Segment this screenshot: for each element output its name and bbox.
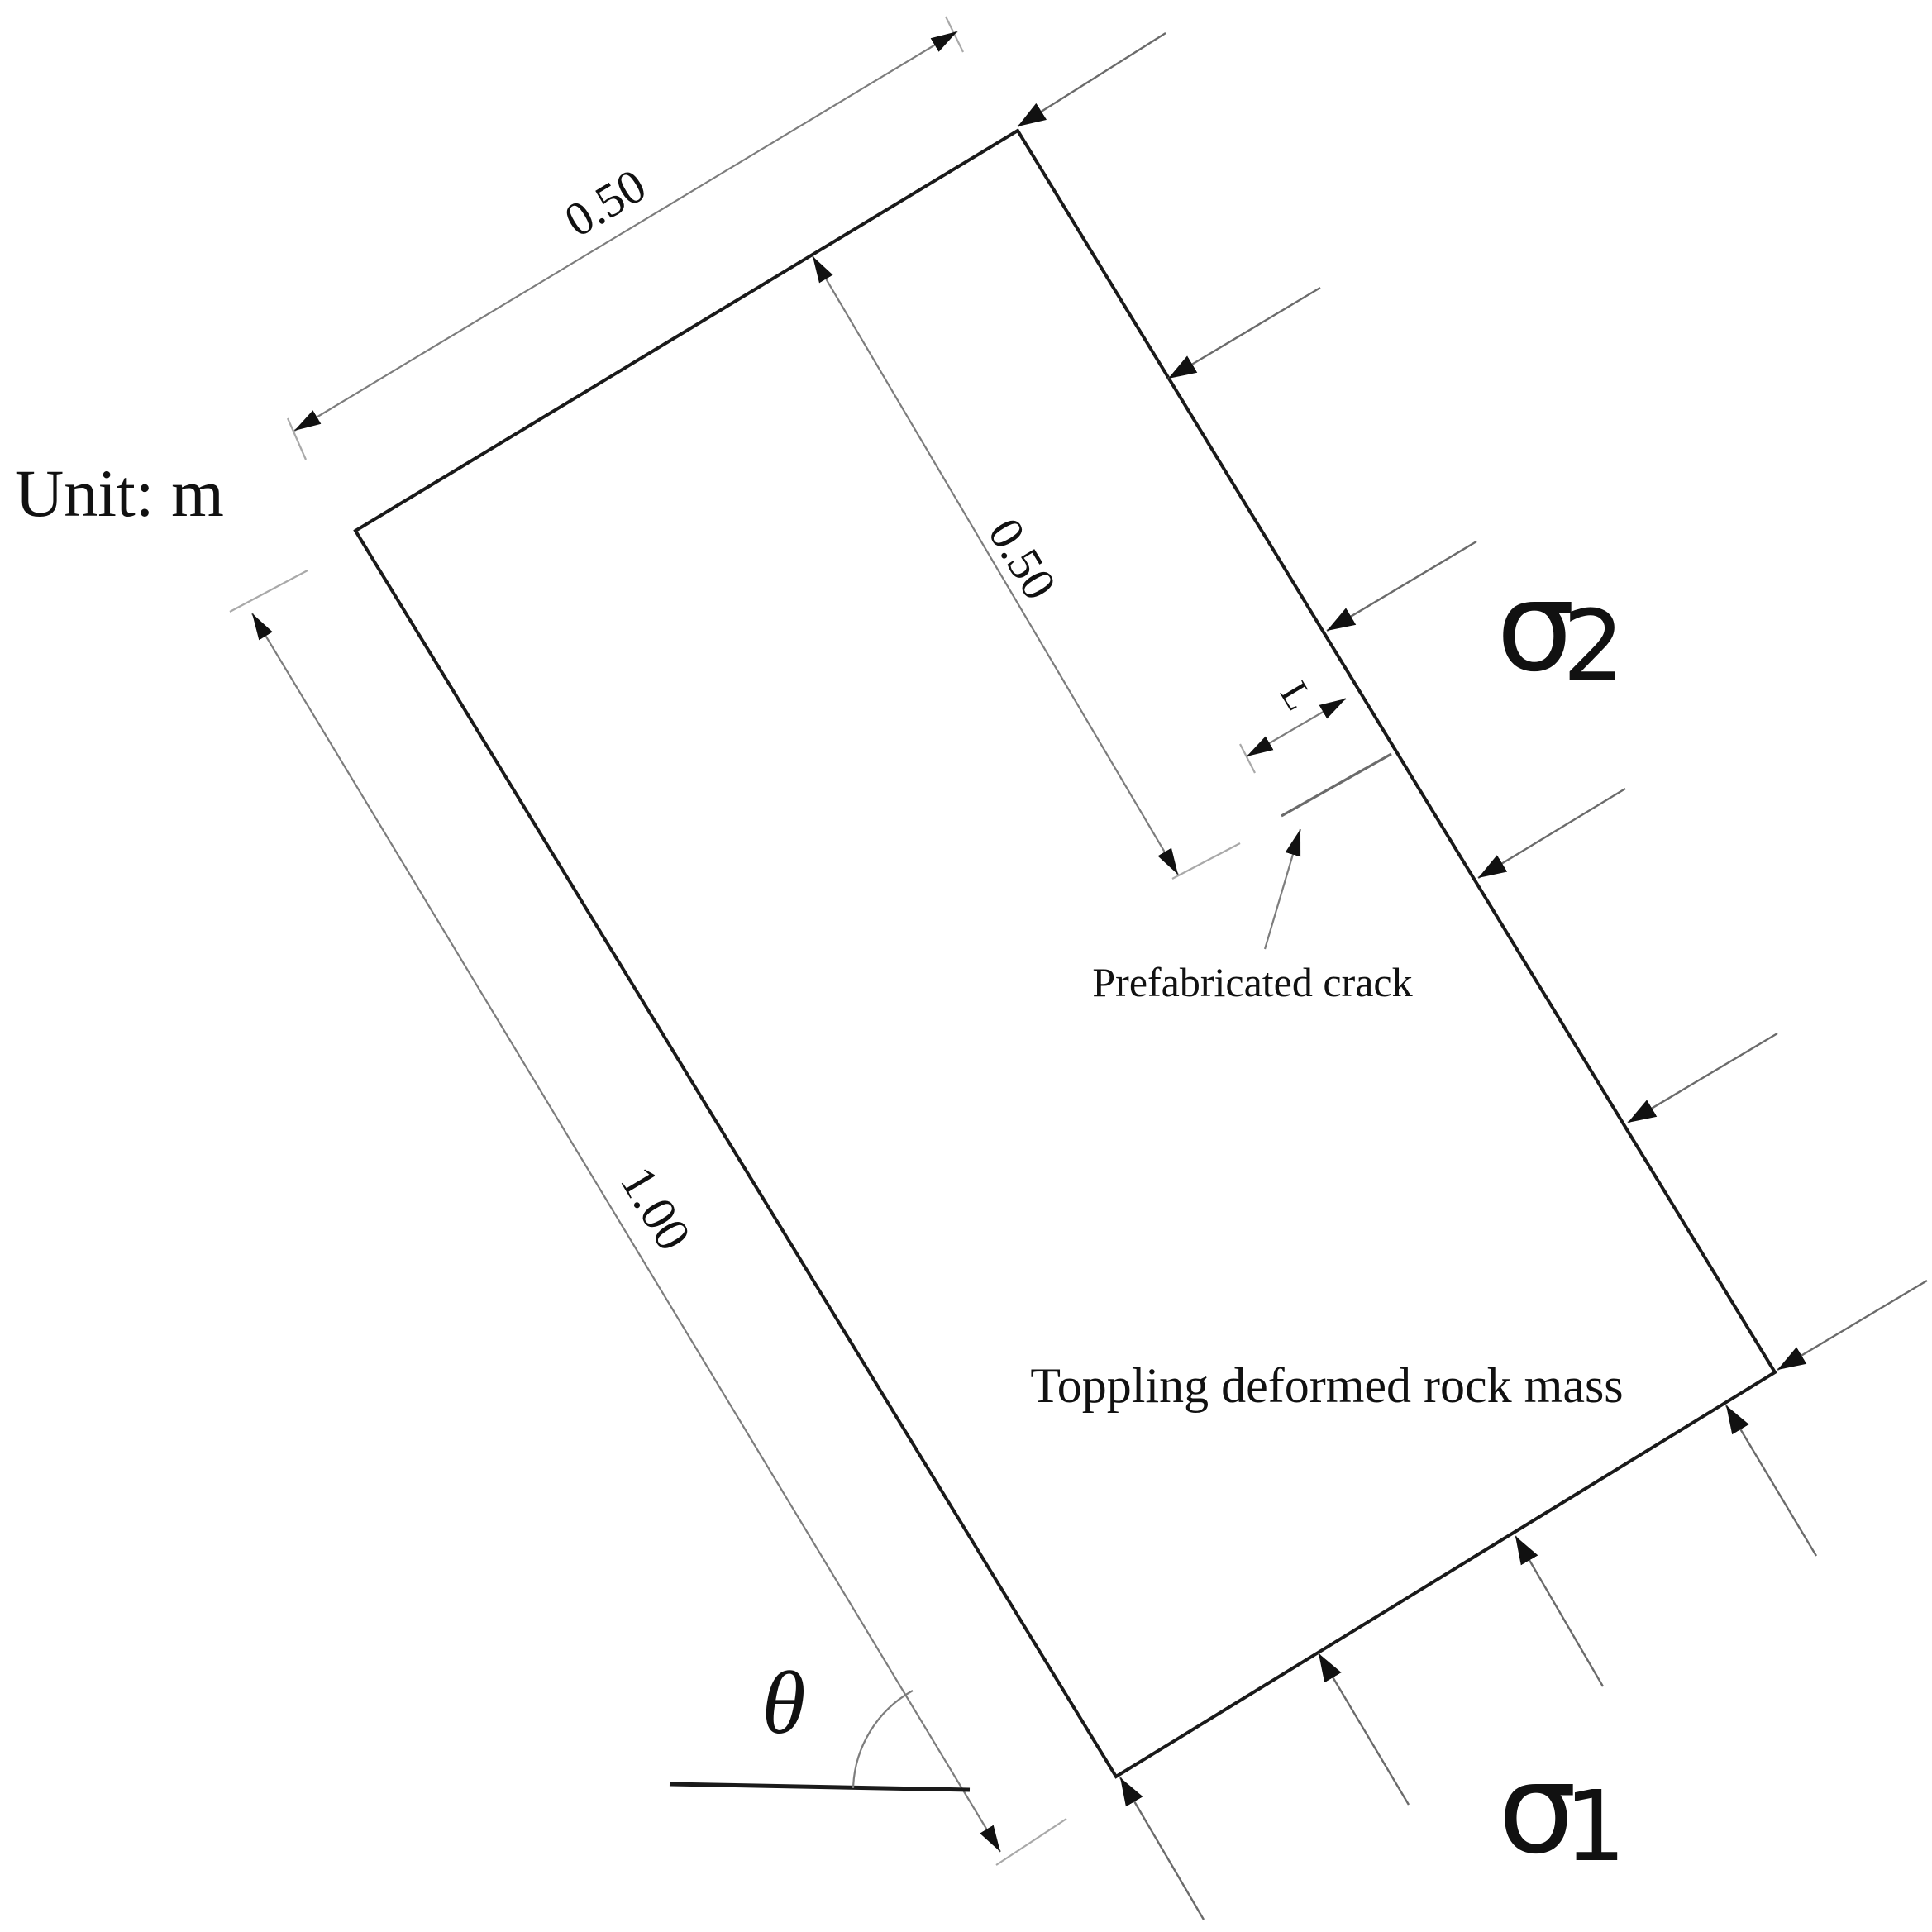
sigma1-load-arrows [1119,1405,1818,1920]
sigma2-symbol: σ [1496,556,1575,699]
dim-top-width [286,16,964,460]
sigma2-subscript: 2 [1562,589,1624,703]
angle-theta-label: θ [761,1654,805,1753]
prefabricated-crack-line [1281,752,1392,818]
sigma2-label: σ 2 [1496,556,1624,703]
unit-label: Unit: m [15,456,224,531]
rock-mass-label: Toppling deformed rock mass [1030,1358,1623,1413]
horizontal-reference-line [669,1782,971,1792]
sigma2-load-arrows [1017,31,1928,1371]
dim-top-width-label: 0.50 [556,158,655,247]
dim-crack-length [1239,698,1347,774]
rock-block-outline [353,128,1777,1779]
sigma1-subscript: 1 [1564,1769,1626,1883]
sigma1-symbol: σ [1498,1738,1577,1882]
angle-arc [852,1690,914,1789]
dim-height [229,570,1067,1866]
crack-pointer-arrow [1263,828,1302,950]
crack-length-label: L [1271,675,1322,718]
dim-crack-depth [812,255,1241,880]
dim-height-label: 1.00 [610,1157,702,1260]
crack-label: Prefabricated crack [1092,959,1412,1005]
dim-crack-depth-label: 0.50 [978,509,1067,608]
sigma1-label: σ 1 [1498,1738,1626,1883]
